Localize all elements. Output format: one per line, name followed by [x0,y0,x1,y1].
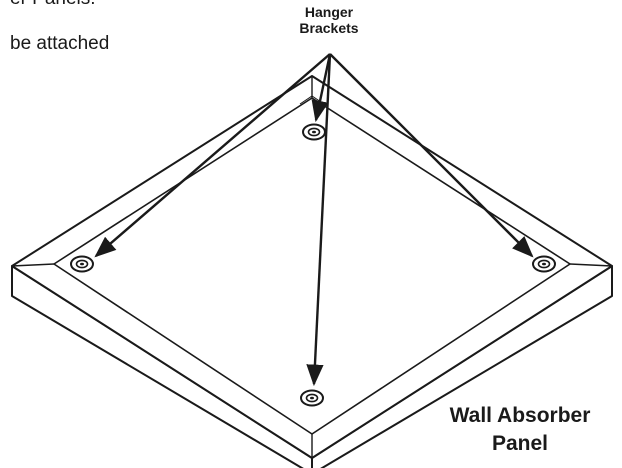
hanger-bracket-bottom [300,389,324,407]
arrow-to-right-bracket [329,53,534,258]
hanger-bracket-left [70,255,94,273]
hanger-bracket-top [302,123,326,141]
hanger-bracket-right [532,255,556,273]
intro-text-line-2: be attached [10,33,110,54]
hanger-label-line-2: Brackets [299,20,359,37]
arrow-to-top-bracket [311,53,332,123]
arrow-to-bottom-bracket [306,53,332,387]
callout-arrows [94,53,534,387]
hanger-brackets-label: Hanger Brackets [280,4,378,36]
hanger-label-line-1: Hanger [304,4,354,20]
wall-absorber-panel-label: Wall Absorber Panel [420,402,620,459]
panel-inner-frame [53,97,571,435]
intro-text-line-1: er Panels: [10,0,96,10]
arrow-to-left-bracket [94,53,331,258]
panel-label-line-1: Wall Absorber [449,404,591,427]
panel-label-line-2: Panel [491,432,549,456]
bevel-corner-lines [11,76,613,458]
